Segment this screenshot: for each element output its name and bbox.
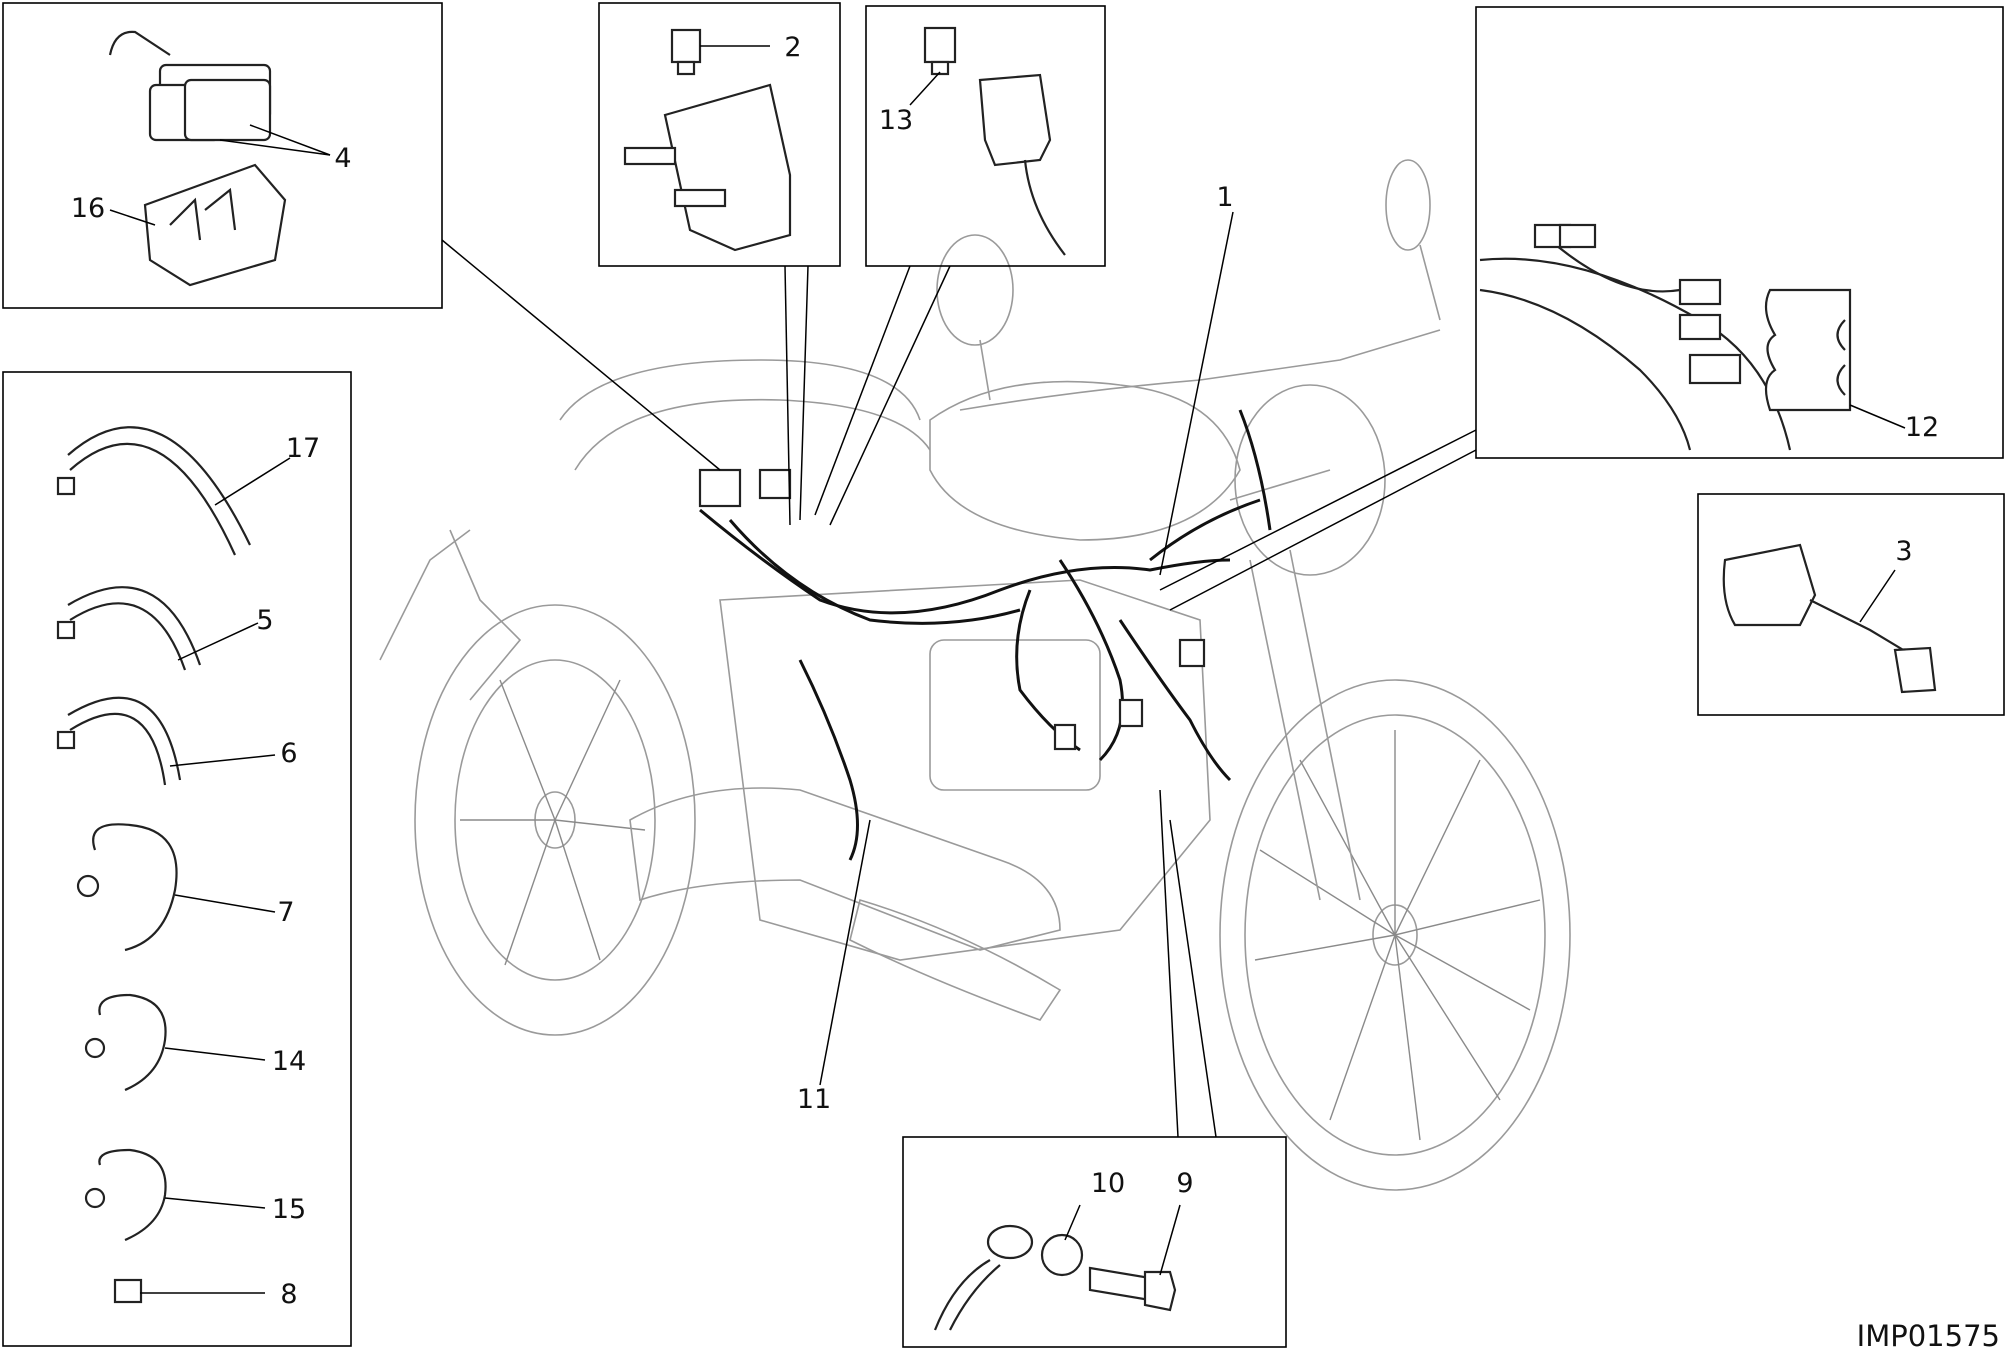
callout-1: 1 (1216, 182, 1233, 213)
wiring-harness (698, 409, 1272, 861)
inset-diagnostic-connector (1697, 493, 2005, 716)
inset-relay-13 (865, 5, 1106, 267)
callout-12: 12 (1905, 412, 1939, 443)
callout-8: 8 (280, 1279, 297, 1310)
callout-3: 3 (1895, 536, 1912, 567)
callout-11: 11 (797, 1084, 831, 1115)
inset-cable-straps (2, 371, 352, 1347)
callout-7: 7 (277, 897, 294, 928)
callout-13: 13 (879, 105, 913, 136)
motorcycle-illustration (379, 159, 1571, 1191)
callout-labels: 1 2 3 4 5 6 7 8 9 10 11 12 13 14 15 16 1… (71, 32, 1939, 1310)
callout-17: 17 (286, 433, 320, 464)
callout-5: 5 (256, 605, 273, 636)
inset-ground-bolt (902, 1136, 1287, 1348)
callout-16: 16 (71, 193, 105, 224)
callout-2: 2 (784, 32, 801, 63)
reference-code: IMP01575 (1857, 1319, 2000, 1353)
inset-connector-group (1475, 6, 2004, 459)
callout-9: 9 (1176, 1168, 1193, 1199)
callout-14: 14 (272, 1046, 306, 1077)
callout-10: 10 (1091, 1168, 1125, 1199)
callout-15: 15 (272, 1194, 306, 1225)
callout-4: 4 (334, 143, 351, 174)
inset-relay-box (2, 2, 443, 309)
callout-6: 6 (280, 738, 297, 769)
inset-fuse-box (598, 2, 841, 267)
